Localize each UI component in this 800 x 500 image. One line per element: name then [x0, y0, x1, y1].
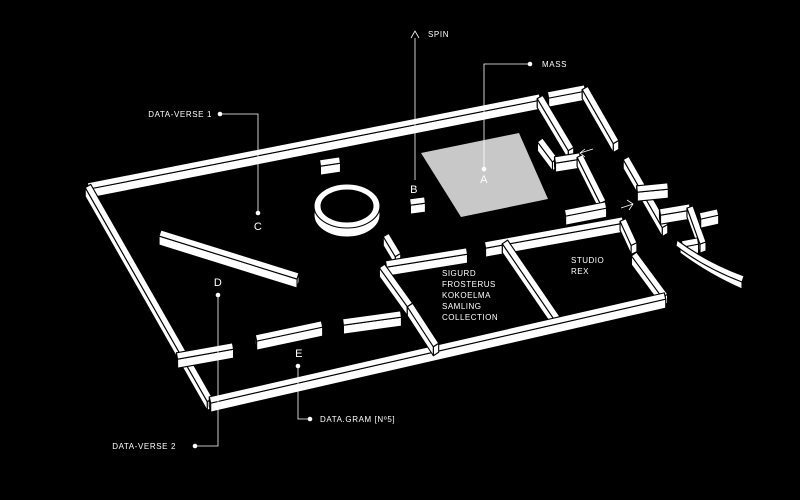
marker-c: C: [254, 221, 262, 233]
wall-segment: [563, 201, 608, 226]
callout-dot-data-gram: [307, 416, 313, 422]
svg-text:FROSTERUS: FROSTERUS: [442, 280, 496, 289]
svg-text:STUDIO: STUDIO: [571, 256, 604, 265]
wall-segment: [658, 203, 692, 225]
curved-wall: [675, 239, 745, 290]
marker-dot-e: [295, 363, 301, 369]
svg-text:COLLECTION: COLLECTION: [442, 313, 498, 322]
arrow-left-icon: [579, 148, 594, 158]
svg-text:REX: REX: [571, 267, 589, 276]
wall-segment: [619, 218, 638, 255]
wall-segment: [175, 342, 235, 369]
wall-segment: [636, 182, 669, 202]
marker-e: E: [295, 348, 303, 360]
callout-spin: SPIN: [428, 30, 449, 39]
ring-structure: [313, 183, 381, 238]
wall-segment: [406, 302, 440, 357]
room-label-studio: STUDIO REX: [571, 256, 604, 276]
marker-dot-d: [215, 292, 221, 298]
arrow-up-icon: [410, 30, 420, 39]
wall-segment: [501, 239, 561, 330]
marker-d: D: [214, 277, 222, 289]
svg-text:SAMLING: SAMLING: [442, 302, 482, 311]
wall-segment: [342, 310, 402, 335]
marker-b: B: [410, 184, 418, 196]
wall-segment: [630, 251, 669, 308]
marker-dot-c: [255, 210, 261, 216]
callout-mass: MASS: [542, 60, 567, 69]
svg-text:SIGURD: SIGURD: [442, 269, 476, 278]
wall-segment: [318, 156, 342, 176]
wall-segment: [409, 196, 426, 215]
marker-dot-a: [481, 166, 487, 172]
svg-text:KOKOELMA: KOKOELMA: [442, 291, 491, 300]
wall-segment: [84, 183, 214, 412]
leader-lines: [195, 38, 530, 447]
wall-segment: [483, 216, 625, 258]
callout-data-verse-1: DATA-VERSE 1: [148, 110, 212, 119]
callout-dot-data-verse-2: [192, 443, 198, 449]
wall-segment: [698, 208, 720, 229]
room-label-collection: SIGURD FROSTERUS KOKOELMA SAMLING COLLEC…: [442, 269, 498, 322]
callout-data-verse-2: DATA-VERSE 2: [112, 442, 176, 451]
marker-a: A: [480, 174, 488, 186]
wall-segment: [546, 84, 587, 108]
callout-dot-mass: [527, 61, 533, 67]
wall-segment: [581, 85, 620, 154]
walls: [84, 84, 745, 413]
exhibit-a-area: [421, 133, 548, 217]
callout-dot-data-verse-1: [217, 111, 223, 117]
arrow-right-icon: [620, 199, 634, 211]
callout-data-gram: DATA.GRAM [Nº5]: [320, 415, 395, 424]
wall-segment: [254, 320, 324, 351]
wall-segment: [158, 229, 300, 289]
